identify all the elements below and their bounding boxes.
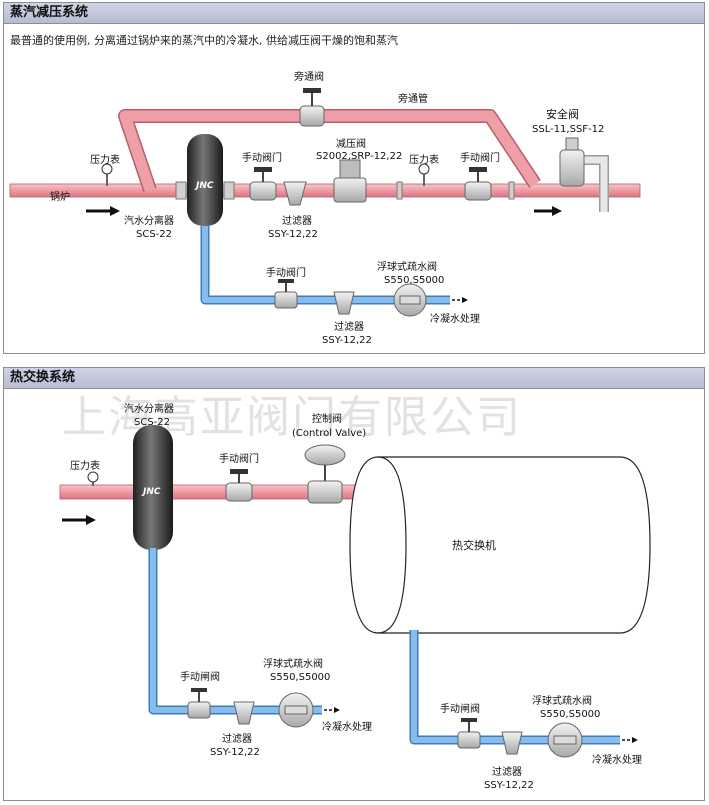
separator-flange-right	[223, 181, 235, 200]
pressure-gauge-icon-2	[418, 163, 430, 175]
label-strainer: 过滤器	[282, 214, 312, 227]
bypass-valve-handwheel	[303, 88, 321, 93]
label-hx-strainer-1: 过滤器	[222, 732, 252, 745]
label-hx-gauge: 压力表	[70, 459, 100, 472]
label-float-trap: 浮球式疏水阀	[377, 260, 437, 273]
hx-drain-pipe-2	[411, 630, 620, 743]
label-bypass-pipe: 旁通管	[398, 92, 428, 105]
label-heat-exchanger: 热交换机	[452, 538, 496, 552]
control-valve-icon	[307, 480, 343, 504]
drain-strainer-icon	[333, 291, 355, 315]
panel-title: 蒸汽减压系统	[4, 3, 704, 24]
hx-drain-arrow-2	[632, 737, 638, 743]
label-hx-manual-valve: 手动阀门	[219, 452, 259, 465]
hx-manual-valve-handwheel	[230, 469, 248, 474]
heat-exchanger-body	[349, 456, 651, 634]
label-strainer-2: 过滤器	[334, 320, 364, 333]
hx-drain-pipe-edge	[148, 548, 322, 715]
label-bypass-valve: 旁通阀	[294, 70, 324, 83]
label-float-trap-2: 浮球式疏水阀	[532, 694, 592, 707]
label-manual-valve-1: 手动阀门	[242, 151, 282, 164]
main-steam-pipe	[9, 183, 641, 198]
panel-description: 最普通的使用例, 分离通过锅炉来的蒸汽中的冷凝水, 供给减压阀干燥的饱和蒸汽	[10, 34, 398, 47]
label-hx-separator-model: SCS-22	[134, 417, 170, 428]
hx-separator-logo: JNC	[141, 487, 161, 497]
label-float-trap-model: S550,S5000	[384, 275, 444, 286]
safety-valve-icon	[559, 149, 585, 187]
hx-strainer-icon	[233, 701, 255, 725]
label-separator: 汽水分离器	[124, 214, 174, 227]
hx-drain-pipe	[150, 548, 322, 713]
label-condensate-2: 冷凝水处理	[592, 753, 642, 766]
hx-pressure-gauge-icon	[87, 471, 99, 483]
hx-gate-valve-icon-2	[457, 731, 481, 749]
manual-valve-handwheel-2	[469, 167, 487, 172]
label-condensate-1: 冷凝水处理	[322, 720, 372, 733]
label-gauge-2: 压力表	[409, 153, 439, 166]
label-gate-valve-2: 手动闸阀	[440, 702, 480, 715]
label-strainer-2-model: SSY-12,22	[322, 335, 372, 346]
flow-arrow-in-head	[110, 206, 120, 216]
manual-valve-icon	[249, 181, 277, 201]
label-safety-model: SSL-11,SSF-12	[532, 124, 604, 135]
pressure-gauge-icon	[101, 163, 113, 175]
label-boiler: 锅炉	[50, 191, 70, 203]
label-float-trap-1-model: S550,S5000	[270, 672, 330, 683]
hx-gate-valve-icon	[187, 701, 211, 719]
hx-drain-pipe-2-edge	[409, 630, 620, 745]
label-float-trap-1: 浮球式疏水阀	[263, 657, 323, 670]
label-manual-valve-2: 手动阀门	[460, 151, 500, 164]
hx-manual-valve-icon	[225, 482, 253, 502]
label-safety-valve: 安全阀	[546, 107, 579, 121]
drain-arrow-head	[462, 297, 468, 303]
pipe-flange-2	[508, 181, 515, 200]
reducing-valve-bonnet	[339, 159, 361, 179]
label-float-trap-2-model: S550,S5000	[540, 709, 600, 720]
bypass-valve-icon	[299, 105, 325, 127]
label-separator-model: SCS-22	[136, 229, 172, 240]
label-hx-separator: 汽水分离器	[124, 402, 174, 415]
hx-flow-arrow-head	[86, 515, 96, 525]
label-manual-valve-3: 手动阀门	[266, 266, 306, 279]
hx-drain-arrow	[334, 707, 340, 713]
label-reducing-valve: 减压阀	[336, 137, 366, 150]
control-valve-actuator	[304, 444, 346, 466]
heat-exchanger-end	[377, 456, 407, 634]
pipe-flange	[396, 181, 403, 200]
drain-manual-valve-icon	[274, 291, 298, 309]
label-gauge-1: 压力表	[90, 153, 120, 166]
manual-valve-handwheel	[254, 167, 272, 172]
strainer-icon	[283, 181, 307, 206]
label-reducing-model: S2002,SRP-12,22	[316, 151, 402, 162]
steam-separator	[187, 134, 223, 226]
label-control-valve: 控制阀	[312, 412, 342, 425]
label-hx-strainer-1-model: SSY-12,22	[210, 747, 260, 758]
manual-valve-icon-2	[464, 181, 492, 201]
reducing-valve-icon	[333, 177, 367, 203]
hx-strainer-icon-2	[501, 731, 523, 755]
panel-title-2: 热交换系统	[4, 368, 704, 389]
label-hx-strainer-2-model: SSY-12,22	[484, 780, 534, 791]
separator-logo: JNC	[194, 181, 214, 191]
label-control-valve-en: (Control Valve)	[292, 428, 366, 439]
flow-arrow-out-head	[552, 206, 562, 216]
drain-pipe	[202, 226, 450, 303]
label-strainer-model: SSY-12,22	[268, 229, 318, 240]
label-condensate: 冷凝水处理	[430, 312, 480, 325]
separator-flange-left	[175, 181, 187, 200]
label-gate-valve-1: 手动闸阀	[180, 670, 220, 683]
label-hx-strainer-2: 过滤器	[492, 765, 522, 778]
hx-steam-separator	[133, 425, 173, 550]
steam-reduction-panel: 蒸汽减压系统	[3, 2, 705, 354]
